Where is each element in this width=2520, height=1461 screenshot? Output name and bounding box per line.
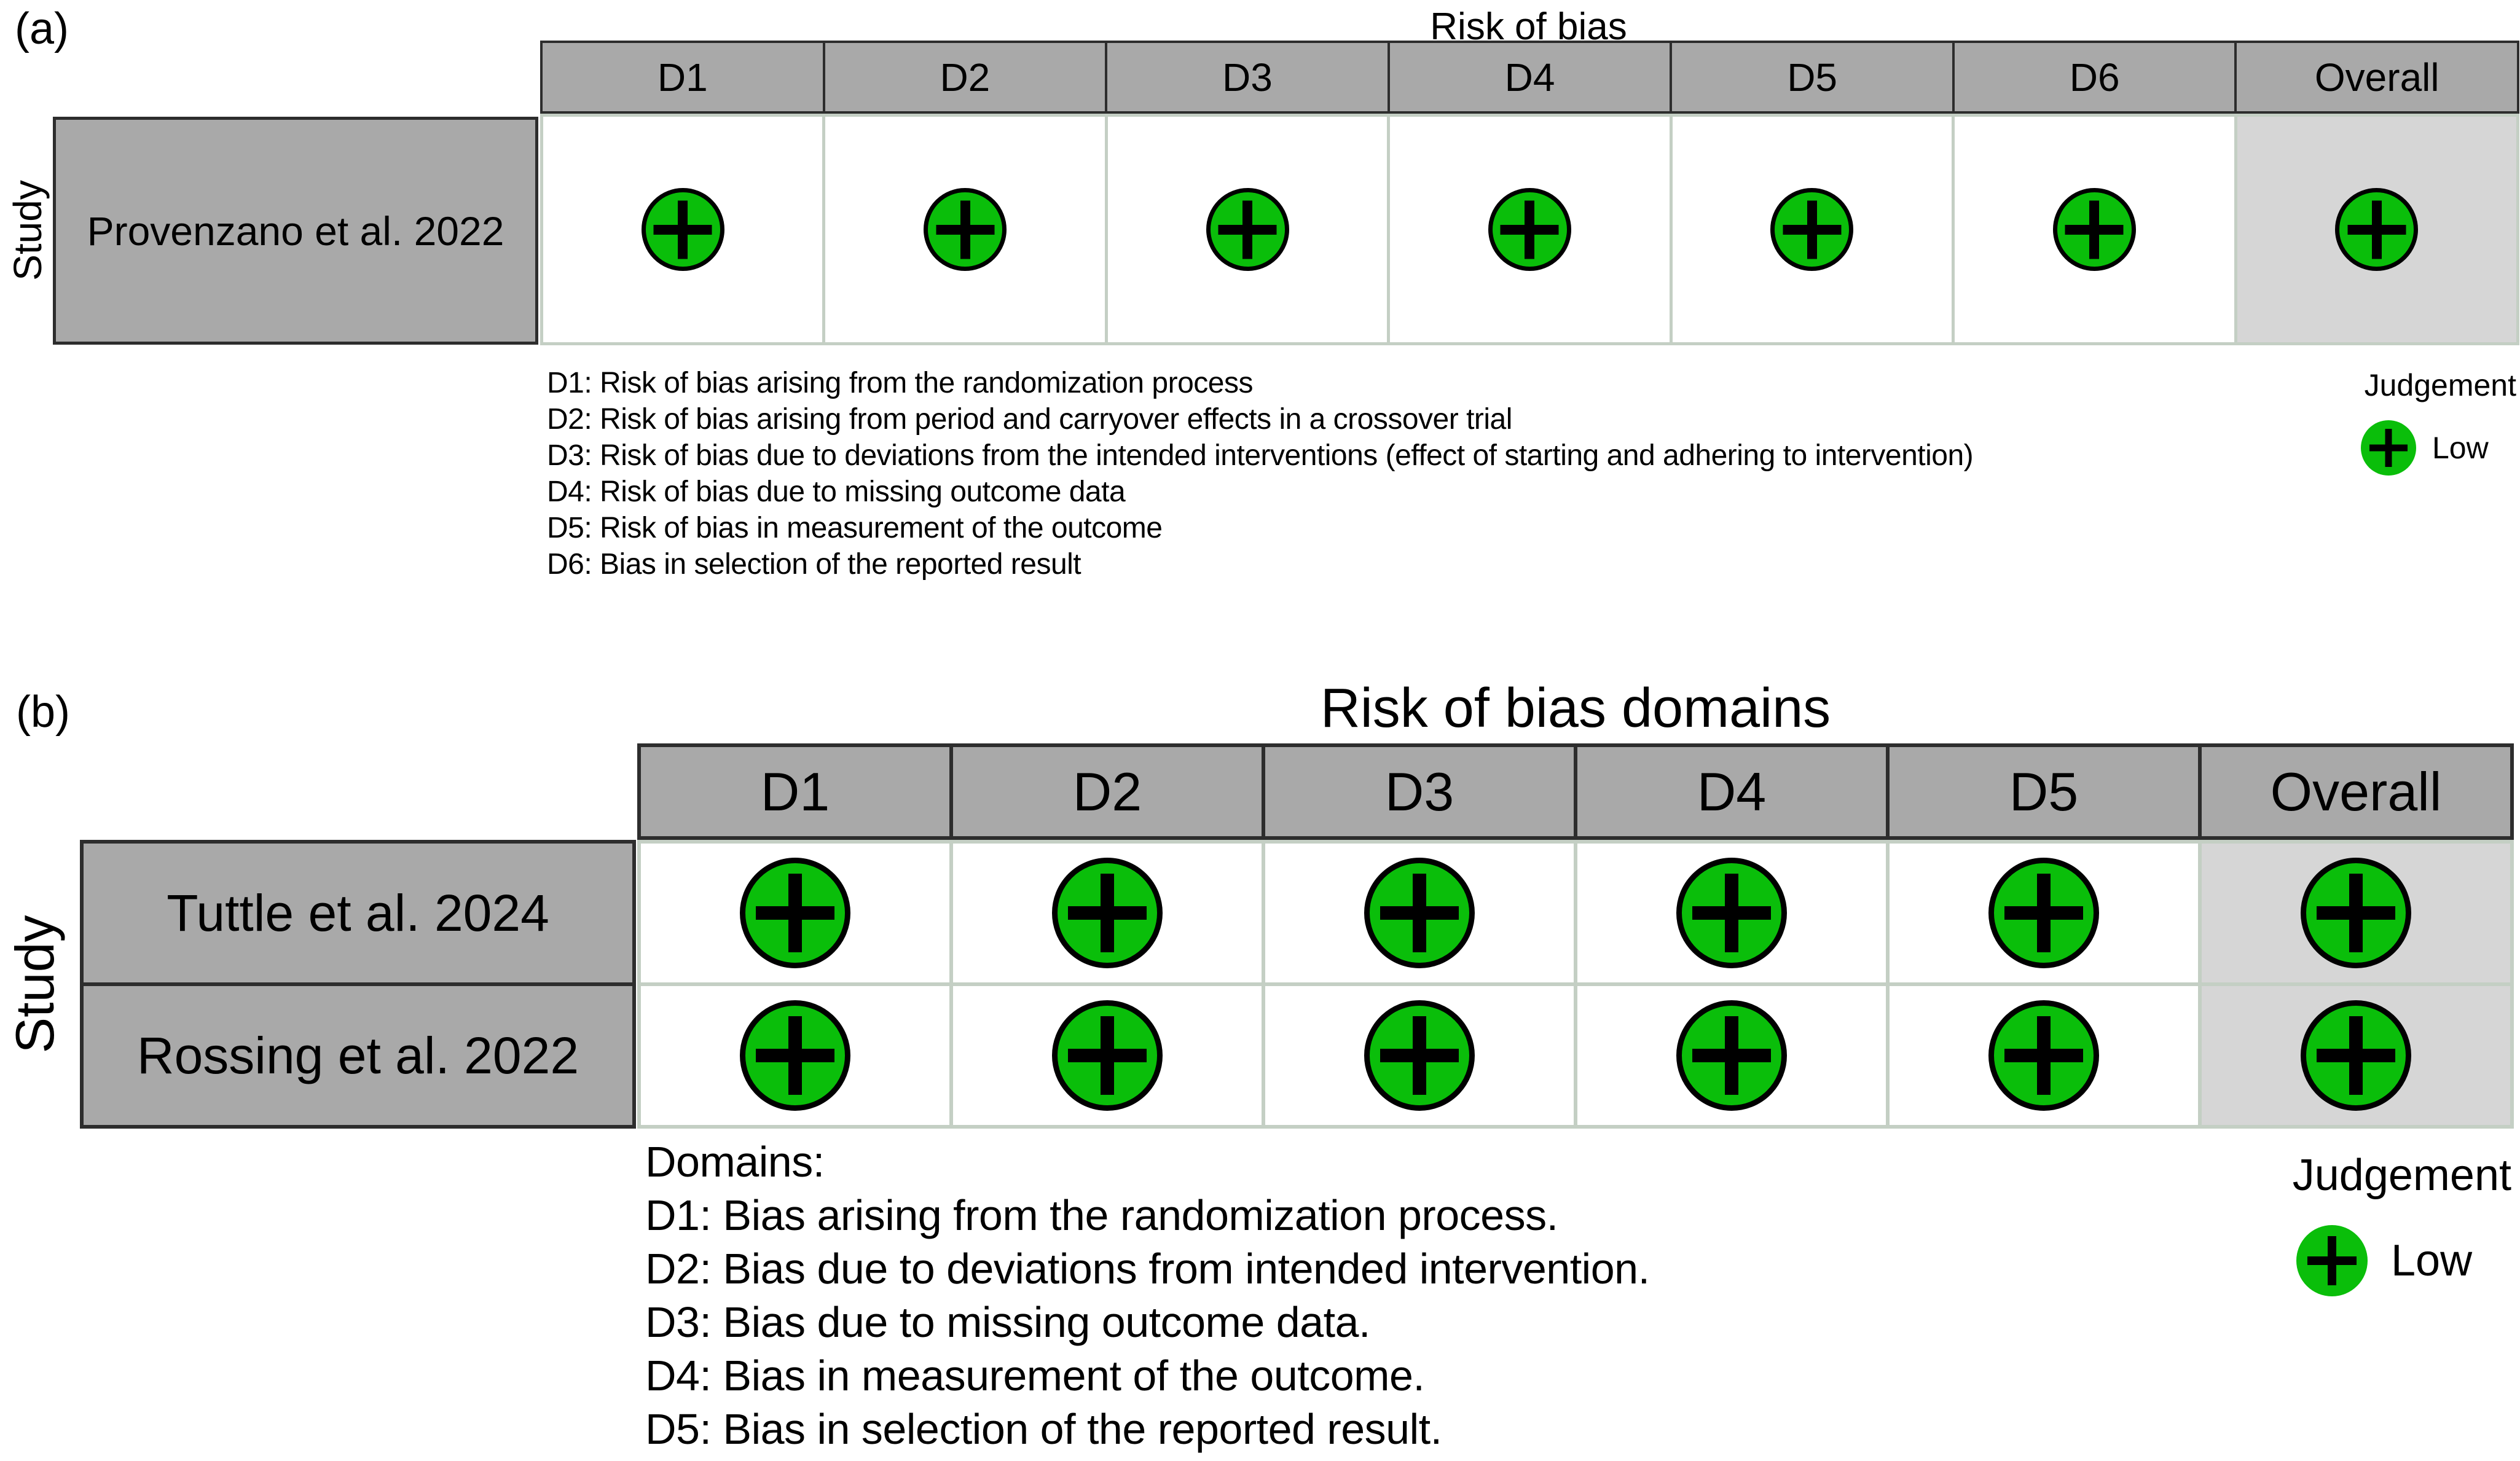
- panel-b-legend-title: Judgement: [2292, 1151, 2511, 1200]
- panel-b-header-d4: D4: [1577, 747, 1890, 836]
- judgement-cell-d2: [825, 117, 1108, 342]
- low-risk-icon: [2301, 858, 2411, 968]
- panel-a-footnotes: D1: Risk of bias arising from the random…: [547, 365, 1974, 582]
- judgement-cell-d5: [1890, 844, 2202, 982]
- table-row: [641, 982, 2510, 1125]
- low-risk-icon: [1488, 188, 1571, 271]
- legend-label-low: Low: [2391, 1236, 2473, 1285]
- footnote-d5: D5: Bias in selection of the reported re…: [645, 1405, 1442, 1453]
- panel-b-header-d5: D5: [1890, 747, 2202, 836]
- panel-a-judgement-row: [540, 114, 2519, 345]
- judgement-cell-d3: [1265, 844, 1577, 982]
- panel-a-header-d4: D4: [1390, 43, 1673, 111]
- panel-b-study-name-2: Rossing et al. 2022: [84, 982, 632, 1125]
- panel-a-header-d3: D3: [1107, 43, 1390, 111]
- table-row: [641, 844, 2510, 982]
- judgement-cell-overall: [2202, 986, 2510, 1125]
- low-risk-icon: [641, 188, 724, 271]
- footnote-d1: D1: Bias arising from the randomization …: [645, 1191, 1558, 1239]
- low-risk-icon: [2301, 1000, 2411, 1111]
- footnote-d2: D2: Risk of bias arising from period and…: [547, 403, 1512, 436]
- panel-a-header-d5: D5: [1672, 43, 1955, 111]
- footnotes-heading: Domains:: [645, 1138, 825, 1186]
- judgement-cell-d4: [1577, 844, 1890, 982]
- footnote-d3: D3: Bias due to missing outcome data.: [645, 1298, 1370, 1346]
- panel-b-title: Risk of bias domains: [1320, 678, 1831, 739]
- panel-b-header-overall: Overall: [2270, 761, 2442, 822]
- panel-a-column-header-row: D1 D2 D3 D4 D5 D6 Overall: [540, 41, 2519, 114]
- panel-a-study-name: Provenzano et al. 2022: [53, 117, 538, 345]
- table-row: [543, 117, 2516, 342]
- panel-a-legend-title: Judgement: [2364, 368, 2516, 402]
- panel-a-legend-item: Low: [2361, 420, 2489, 476]
- footnote-d6: D6: Bias in selection of the reported re…: [547, 548, 1081, 581]
- footnote-d3: D3: Risk of bias due to deviations from …: [547, 439, 1974, 472]
- low-risk-icon: [740, 1000, 850, 1111]
- judgement-cell-d2: [953, 986, 1265, 1125]
- low-risk-icon: [740, 858, 850, 968]
- judgement-cell-d4: [1577, 986, 1890, 1125]
- panel-a-header-overall: Overall: [2314, 55, 2440, 100]
- footnote-d4: D4: Bias in measurement of the outcome.: [645, 1352, 1425, 1400]
- panel-b-study-column: Tuttle et al. 2024 Rossing et al. 2022: [80, 840, 636, 1129]
- panel-b-footnotes: Domains: D1: Bias arising from the rando…: [645, 1135, 1650, 1456]
- low-risk-legend-icon: [2296, 1225, 2368, 1296]
- low-risk-legend-icon: [2361, 420, 2416, 476]
- judgement-cell-d1: [641, 844, 953, 982]
- panel-b-column-header-row: D1 D2 D3 D4 D5 Overall: [637, 743, 2514, 840]
- judgement-cell-d1: [641, 986, 953, 1125]
- footnote-d1: D1: Risk of bias arising from the random…: [547, 367, 1254, 399]
- panel-b-study-name-1: Tuttle et al. 2024: [84, 844, 632, 982]
- panel-a-header-d1: D1: [543, 43, 825, 111]
- panel-b-label: (b): [16, 687, 70, 737]
- judgement-cell-d6: [1955, 117, 2237, 342]
- low-risk-icon: [1364, 1000, 1475, 1111]
- legend-label-low: Low: [2432, 431, 2489, 465]
- low-risk-icon: [1676, 858, 1787, 968]
- panel-b-header-d3: D3: [1265, 747, 1577, 836]
- panel-b-row-axis-label: Study: [4, 915, 65, 1054]
- judgement-cell-d1: [543, 117, 826, 342]
- judgement-cell-d4: [1390, 117, 1673, 342]
- low-risk-icon: [1052, 858, 1163, 968]
- panel-a-header-d6: D6: [1955, 43, 2237, 111]
- judgement-cell-d3: [1107, 117, 1391, 342]
- footnote-d2: D2: Bias due to deviations from intended…: [645, 1245, 1650, 1293]
- low-risk-icon: [1676, 1000, 1787, 1111]
- panel-a-row-axis-label: Study: [6, 180, 50, 281]
- judgement-cell-d5: [1672, 117, 1955, 342]
- low-risk-icon: [1988, 858, 2099, 968]
- low-risk-icon: [924, 188, 1007, 271]
- low-risk-icon: [1364, 858, 1475, 968]
- low-risk-icon: [1052, 1000, 1163, 1111]
- low-risk-icon: [1988, 1000, 2099, 1111]
- panel-b-legend-item: Low: [2296, 1225, 2472, 1296]
- judgement-cell-d3: [1265, 986, 1577, 1125]
- judgement-cell-overall: [2237, 117, 2516, 342]
- panel-a-label: (a): [15, 4, 69, 53]
- panel-b-header-d1: D1: [641, 747, 953, 836]
- low-risk-icon: [1206, 188, 1289, 271]
- footnote-d4: D4: Risk of bias due to missing outcome …: [547, 476, 1126, 508]
- panel-a-header-d2: D2: [825, 43, 1108, 111]
- panel-b-header-d2: D2: [953, 747, 1265, 836]
- judgement-cell-d5: [1890, 986, 2202, 1125]
- low-risk-icon: [1770, 188, 1854, 271]
- footnote-d5: D5: Risk of bias in measurement of the o…: [547, 512, 1163, 544]
- judgement-cell-overall: [2202, 844, 2510, 982]
- low-risk-icon: [2052, 188, 2136, 271]
- panel-b-judgement-rows: [637, 840, 2514, 1129]
- judgement-cell-d2: [953, 844, 1265, 982]
- low-risk-icon: [2335, 188, 2419, 271]
